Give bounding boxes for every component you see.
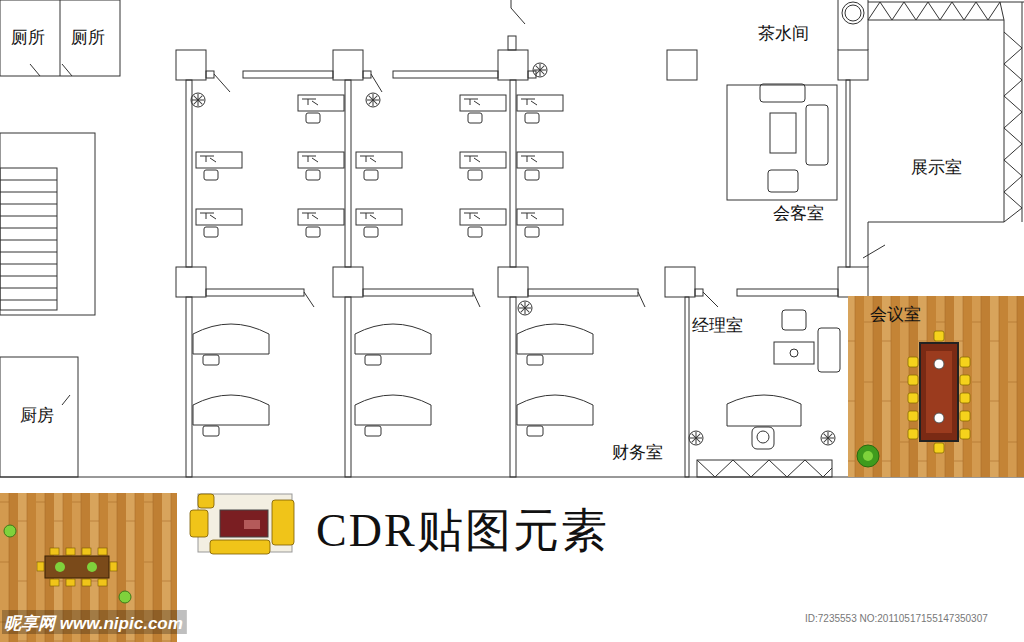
room-area: 经理室 bbox=[689, 297, 846, 457]
room-label: 会客室 bbox=[773, 202, 824, 225]
room-area: 厕所 bbox=[0, 0, 60, 60]
room-name: 厕所 bbox=[71, 26, 105, 49]
room-area: 厨房 bbox=[0, 357, 78, 467]
title: CDR贴图元素 bbox=[316, 500, 609, 562]
room-name: 经理室 bbox=[692, 314, 743, 337]
room-area: 厕所 bbox=[60, 0, 120, 60]
watermark: 昵享网 www.nipic.com bbox=[4, 612, 183, 635]
room-name: 厕所 bbox=[11, 26, 45, 49]
room-area: 会议室 bbox=[848, 296, 1024, 477]
room-label: 茶水间 bbox=[758, 22, 809, 45]
room-name: 厨房 bbox=[20, 404, 54, 427]
watermark-shade bbox=[2, 610, 187, 634]
room-label: 财务室 bbox=[612, 441, 663, 464]
image-id: ID:7235553 NO:20110517155147350307 bbox=[805, 613, 988, 624]
room-name: 会议室 bbox=[870, 303, 921, 326]
room-label: 展示室 bbox=[911, 156, 962, 179]
